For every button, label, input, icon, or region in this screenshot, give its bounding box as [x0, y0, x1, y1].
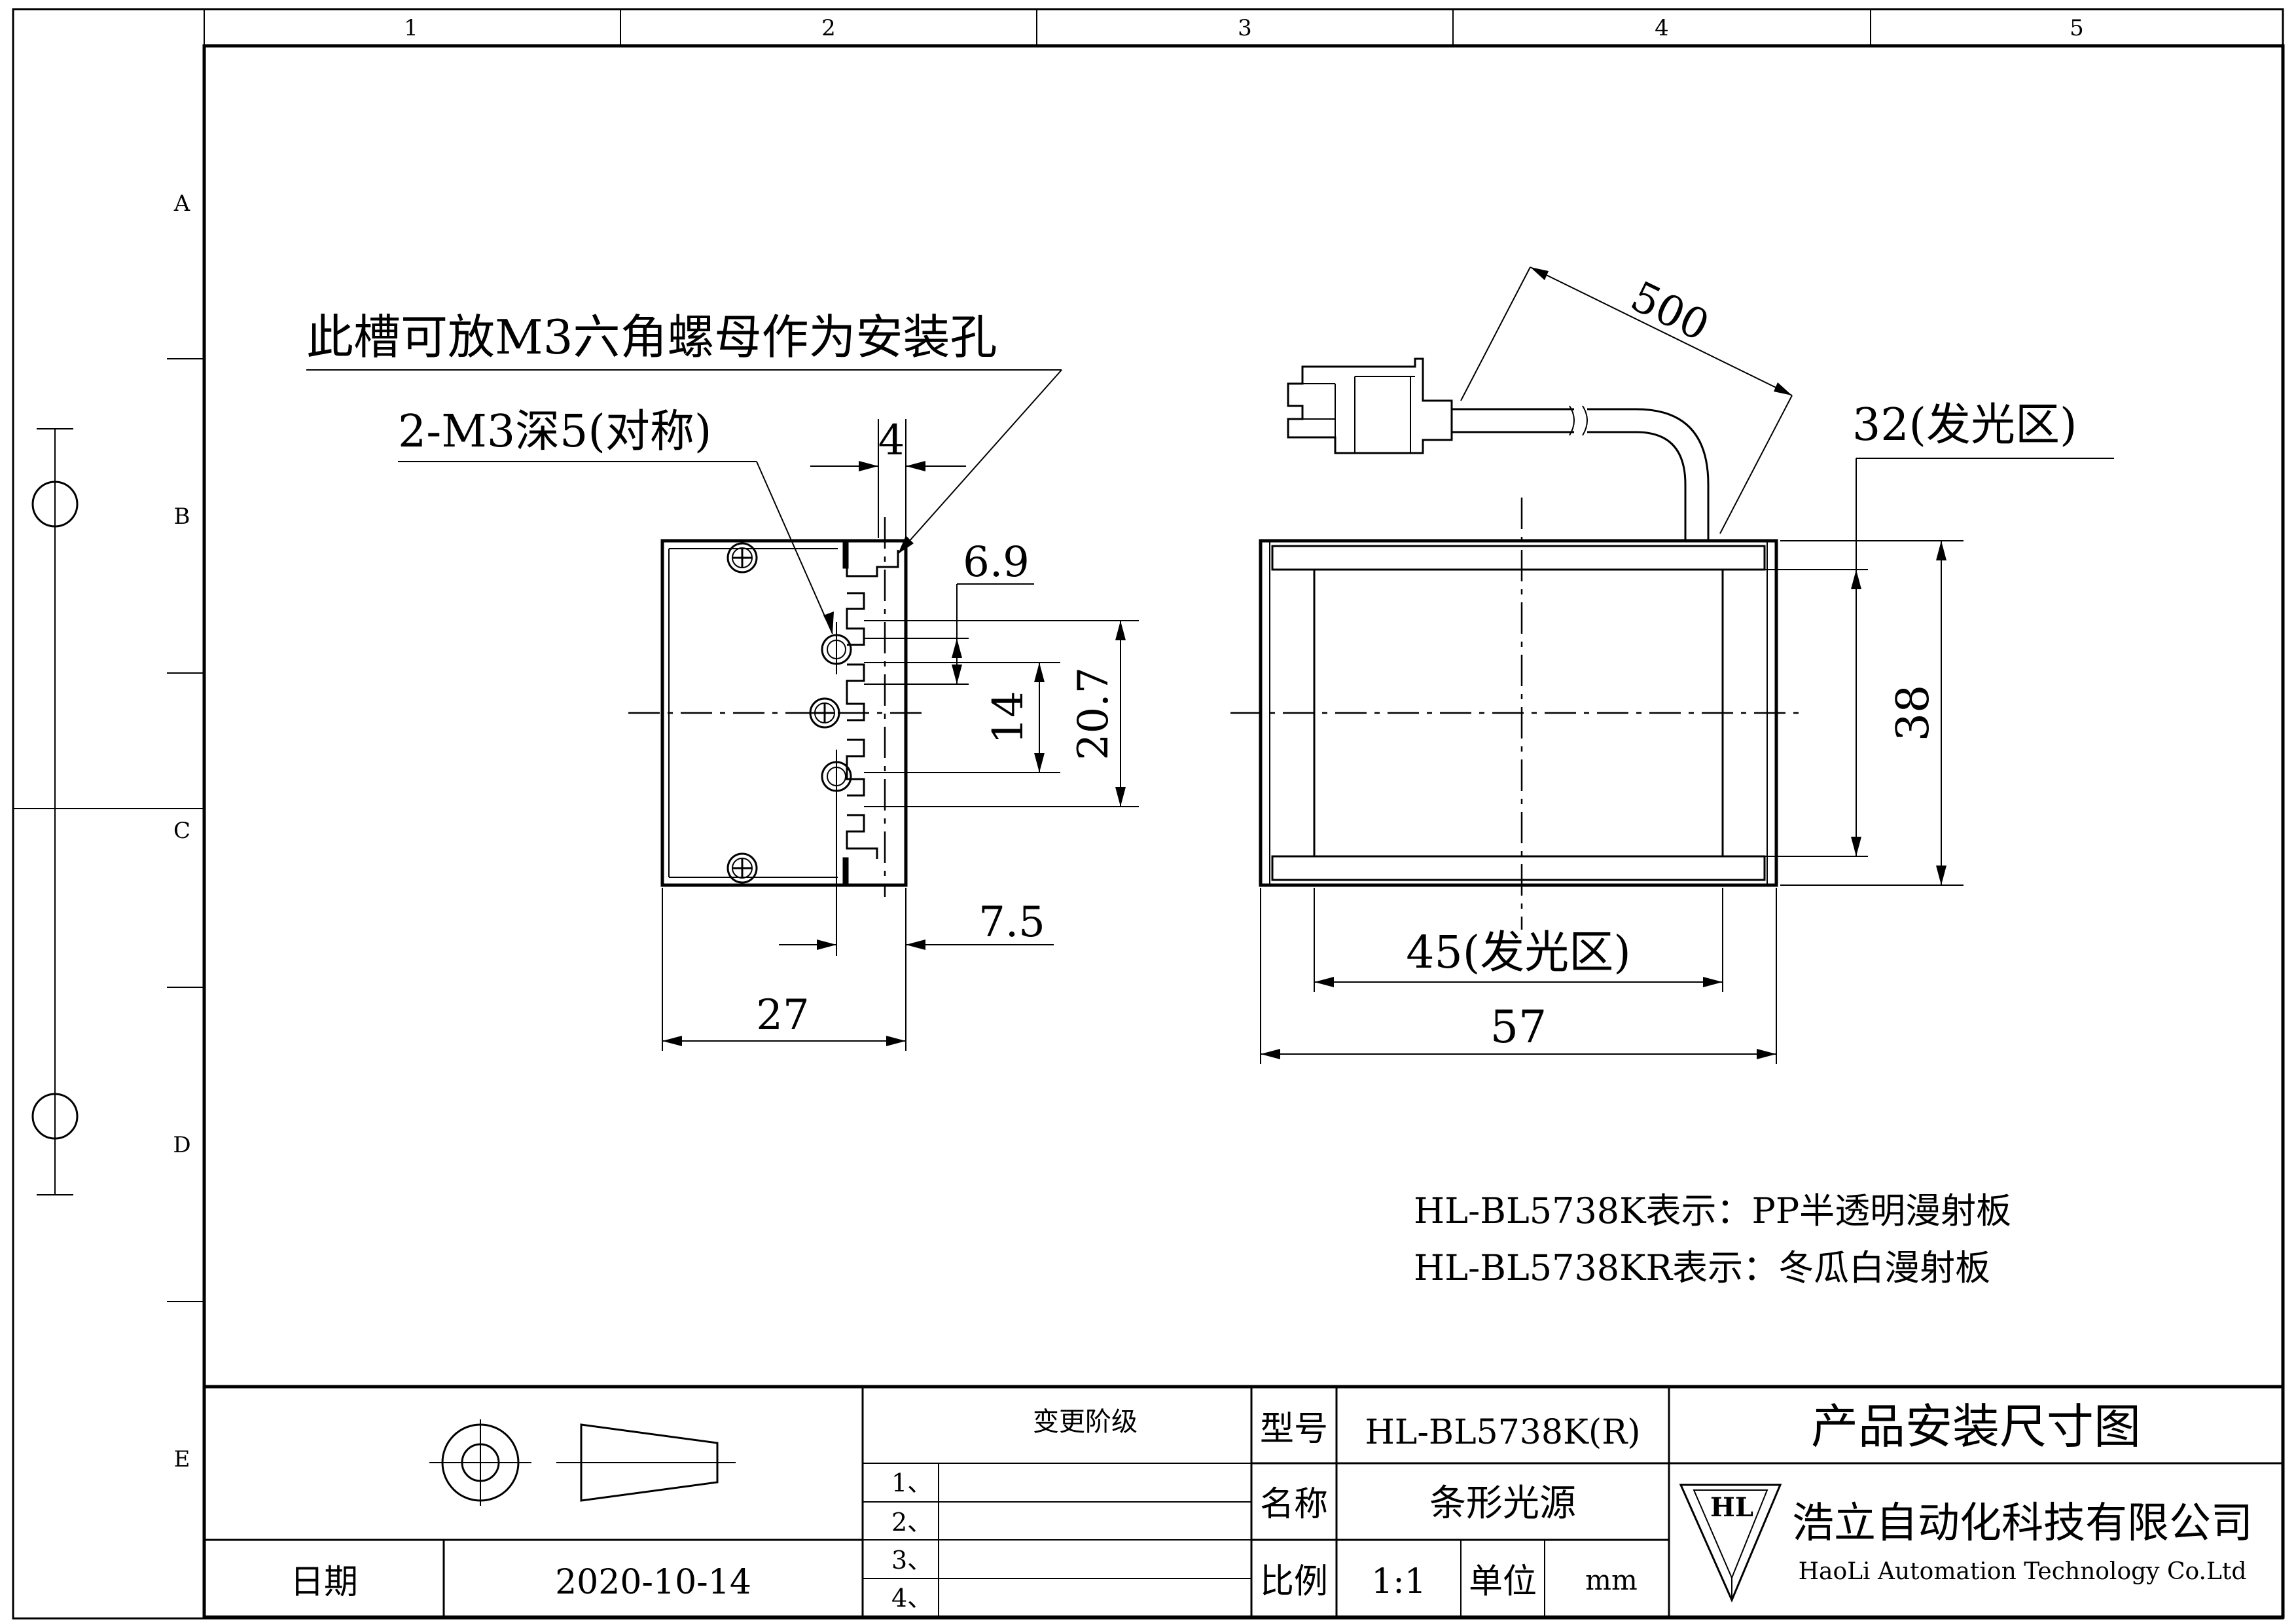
material-notes: HL-BL5738K表示：PP半透明漫射板 HL-BL5738KR表示：冬瓜白漫… [1414, 1190, 2011, 1288]
unit-label: 单位 [1469, 1562, 1537, 1601]
dim-width: 57 [1490, 1002, 1547, 1053]
screw-head-icon [726, 542, 758, 574]
thread-note: 2-M3深5(对称) [398, 406, 711, 458]
zone-col-2: 2 [821, 15, 836, 41]
zone-col-1: 1 [404, 15, 418, 41]
date-value: 2020-10-14 [555, 1563, 751, 1602]
drawing-title: 产品安装尺寸图 [1811, 1399, 2141, 1454]
side-view-notes: 此槽可放M3六角螺母作为安装孔 2-M3深5(对称) [306, 310, 1062, 634]
side-view-dimensions: 4 6.9 14 20.7 7.5 [662, 416, 1139, 1051]
projection-symbol-icon [429, 1419, 736, 1506]
company-name-en: HaoLi Automation Technology Co.Ltd [1799, 1558, 2247, 1585]
binding-hole-icon [31, 481, 79, 528]
date-label: 日期 [290, 1563, 358, 1602]
company-name-cn: 浩立自动化科技有限公司 [1792, 1499, 2253, 1548]
zone-row-b: B [174, 503, 190, 530]
scale-label: 比例 [1260, 1562, 1328, 1601]
dim-emitting-width: 45(发光区) [1406, 927, 1631, 979]
dim-hole-pitch: 6.9 [963, 538, 1030, 587]
zone-row-a: A [173, 191, 190, 217]
zone-row-e: E [174, 1446, 190, 1472]
scale-value: 1:1 [1371, 1562, 1426, 1601]
front-view [1230, 357, 1806, 930]
model-label: 型号 [1260, 1410, 1328, 1449]
dim-cable-length: 500 [1623, 272, 1716, 351]
dim-slot-span: 20.7 [1069, 667, 1118, 761]
dim-emitting-height: 32(发光区) [1852, 399, 2077, 451]
change-row-3: 3、 [891, 1546, 932, 1575]
drawing-frame [12, 8, 2285, 1620]
name-label: 名称 [1260, 1485, 1328, 1524]
zone-row-d: D [173, 1132, 190, 1158]
binding-hole-icon [31, 1093, 79, 1140]
dim-depth: 27 [756, 991, 809, 1040]
dim-slot-width: 4 [878, 416, 905, 465]
zone-row-c: C [173, 818, 190, 844]
change-row-2: 2、 [891, 1508, 932, 1537]
slot-note: 此槽可放M3六角螺母作为安装孔 [306, 310, 997, 365]
model-value: HL-BL5738K(R) [1365, 1413, 1640, 1452]
zone-col-4: 4 [1655, 15, 1669, 41]
connector-icon [1287, 357, 1453, 454]
material-note-kr: HL-BL5738KR表示：冬瓜白漫射板 [1414, 1247, 1990, 1288]
material-note-k: HL-BL5738K表示：PP半透明漫射板 [1414, 1190, 2011, 1231]
change-row-4: 4、 [891, 1584, 932, 1613]
company-logo-icon: HL [1679, 1484, 1782, 1603]
side-view [628, 517, 929, 897]
change-stage-label: 变更阶级 [1033, 1407, 1138, 1437]
unit-value: mm [1585, 1564, 1638, 1596]
screw-head-icon [726, 852, 758, 884]
logo-text: HL [1710, 1492, 1753, 1523]
dim-hole-span: 14 [984, 691, 1033, 744]
title-block: 日期 2020-10-14 变更阶级 1、 2、 3、 4、 型号 HL-BL5… [204, 1385, 2283, 1617]
name-value: 条形光源 [1429, 1482, 1576, 1525]
change-row-1: 1、 [891, 1468, 932, 1497]
dim-edge-offset: 7.5 [978, 898, 1045, 947]
front-view-dimensions: 500 32(发光区) 38 45(发光区) 57 [1260, 266, 2114, 1064]
zone-col-3: 3 [1238, 15, 1252, 41]
dim-height: 38 [1888, 685, 1939, 742]
zone-col-5: 5 [2070, 15, 2084, 41]
zone-labels: 1 2 3 4 5 A B C D E [173, 15, 2083, 1472]
